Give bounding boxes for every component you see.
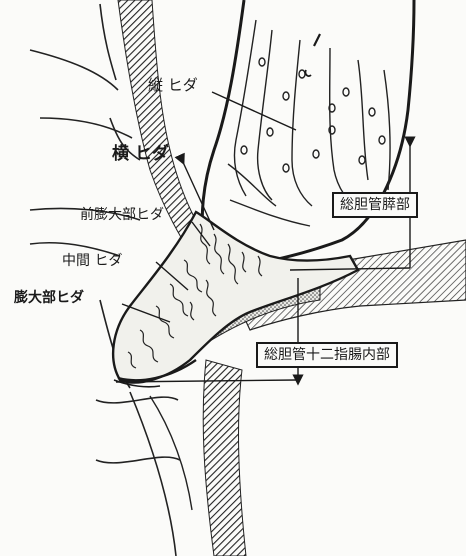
bile-duct-outline (202, 0, 414, 268)
label-middle-fold: 中間 ヒダ (62, 254, 122, 268)
label-ampulla-fold: 膨大部ヒダ (14, 291, 84, 305)
label-longitudinal-fold: 縦 ヒダ (148, 78, 198, 93)
label-transverse-fold: 横 ヒダ (112, 146, 169, 163)
label-pre-ampulla-fold: 前膨大部ヒダ (80, 208, 164, 222)
label-bile-duct-pancreatic-part: 総胆管膵部 (332, 192, 418, 218)
label-bile-duct-duodenal-part: 総胆管十二指腸内部 (256, 342, 398, 368)
lower-wall-band (203, 360, 246, 556)
